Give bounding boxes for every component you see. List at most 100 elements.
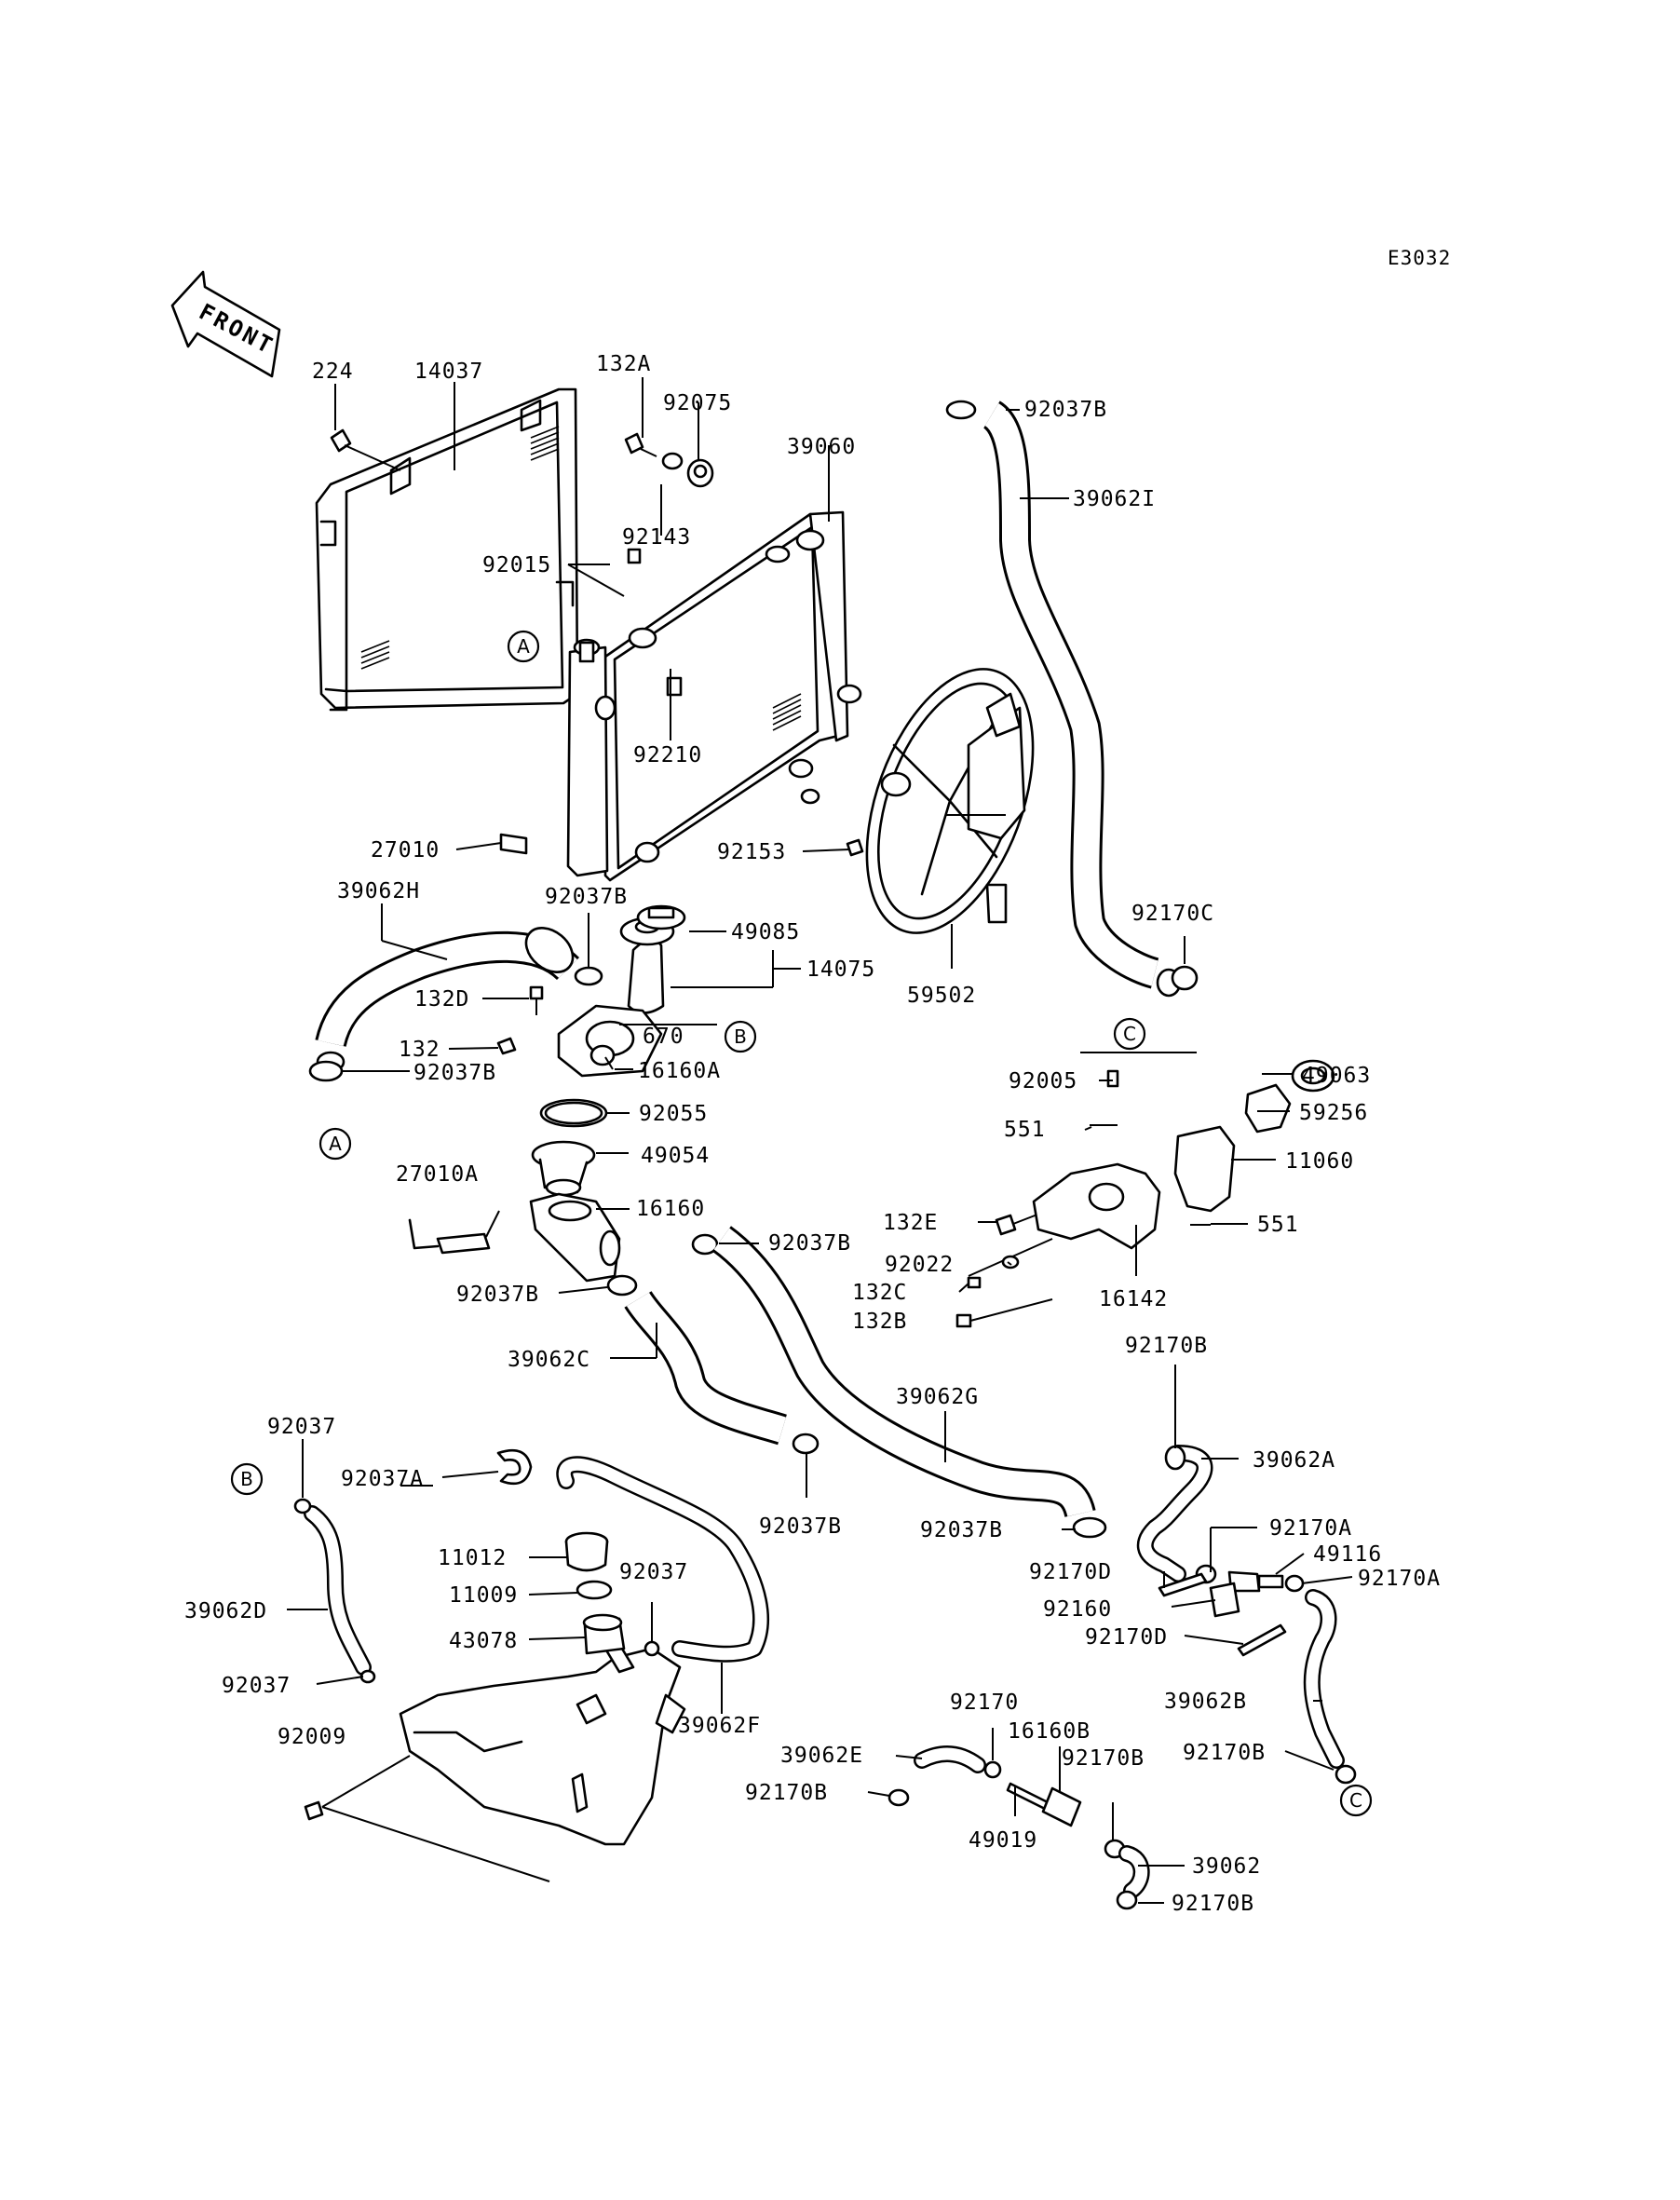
label-39062C: 39062C (508, 1348, 590, 1372)
clamp-92037B-c (691, 1233, 719, 1256)
label-92075: 92075 (663, 391, 732, 415)
label-92170B-e: 92170B (1172, 1892, 1254, 1916)
mark-A-top-text: A (517, 635, 530, 658)
label-92037B-a: 92037B (545, 885, 628, 909)
bracket-92160 (1209, 1582, 1240, 1618)
label-92143: 92143 (622, 525, 691, 550)
label-39062I: 39062I (1073, 487, 1156, 511)
clamp-92170B-b (1335, 1764, 1357, 1785)
impeller-59256 (1244, 1083, 1292, 1134)
seal-49063 (1291, 1059, 1335, 1093)
reference-mark-B-top: B (724, 1020, 757, 1053)
label-92037B-b: 92037B (413, 1061, 496, 1085)
label-49063: 49063 (1302, 1064, 1371, 1088)
label-39062D: 39062D (184, 1599, 267, 1623)
mark-B-left-text: B (240, 1468, 253, 1490)
label-39062F: 39062F (678, 1714, 761, 1738)
label-92037B-c: 92037B (768, 1231, 851, 1256)
label-132A: 132A (596, 352, 651, 376)
label-14075: 14075 (806, 957, 875, 982)
label-132D: 132D (414, 987, 469, 1012)
hose-39062F (556, 1456, 770, 1663)
clamp-92170C (1171, 965, 1199, 991)
washer-92022 (1001, 1255, 1020, 1270)
label-16160A: 16160A (638, 1059, 721, 1083)
cap-11012 (564, 1531, 609, 1572)
label-92015: 92015 (482, 553, 551, 577)
label-92170D-a: 92170D (1029, 1560, 1112, 1584)
leader-lines (287, 377, 1353, 1904)
label-39062B: 39062B (1164, 1690, 1247, 1714)
label-49019: 49019 (969, 1828, 1037, 1853)
label-92170A-b: 92170A (1358, 1567, 1441, 1591)
label-92210: 92210 (633, 743, 702, 767)
hose-39062D (304, 1505, 372, 1676)
clip-92037-a (293, 1498, 312, 1514)
label-16160B: 16160B (1008, 1719, 1091, 1744)
label-92170: 92170 (950, 1691, 1019, 1715)
cooling-fan (865, 668, 1035, 934)
collar-92143 (661, 452, 684, 470)
reserve-tank (399, 1642, 686, 1846)
cap-49085 (636, 904, 686, 930)
label-92170B-b: 92170B (1183, 1741, 1266, 1765)
sensor-27010 (499, 833, 528, 855)
diagram-code: E3032 (1388, 247, 1451, 269)
bolt-92153 (846, 838, 864, 857)
label-132C: 132C (852, 1281, 907, 1305)
label-92170A-a: 92170A (1269, 1516, 1352, 1541)
hose-39062G (711, 1226, 1096, 1518)
label-132E: 132E (883, 1211, 938, 1235)
bolt-92009 (304, 1800, 324, 1821)
union-16160B (1041, 1786, 1082, 1827)
reference-mark-C-top: C (1113, 1017, 1146, 1051)
label-92170B-a: 92170B (1125, 1334, 1208, 1358)
reference-mark-B-left: B (230, 1462, 264, 1496)
clamp-92037A (496, 1448, 533, 1486)
label-92037-a: 92037 (267, 1415, 336, 1439)
label-92170C: 92170C (1131, 902, 1214, 926)
label-27010A: 27010A (396, 1162, 479, 1187)
label-670: 670 (643, 1025, 684, 1049)
clamp-92170 (983, 1760, 1002, 1779)
fitting-92005 (1106, 1069, 1119, 1088)
mark-B-top-text: B (734, 1025, 747, 1048)
label-59256: 59256 (1299, 1101, 1368, 1125)
label-92005: 92005 (1009, 1069, 1077, 1093)
pump-cover-11060 (1173, 1125, 1236, 1213)
label-27010: 27010 (371, 838, 440, 862)
label-11060: 11060 (1285, 1149, 1354, 1174)
label-92037B-d: 92037B (456, 1283, 539, 1307)
label-92170B-d: 92170B (745, 1781, 828, 1805)
label-551-b: 551 (1257, 1213, 1299, 1237)
label-49085: 49085 (731, 920, 800, 944)
band-92170D-b (1237, 1623, 1287, 1657)
label-132: 132 (399, 1038, 440, 1062)
clamp-92037B-d (606, 1274, 638, 1297)
label-92037-b: 92037 (619, 1560, 688, 1584)
label-39062G: 39062G (896, 1385, 979, 1409)
label-11012: 11012 (438, 1546, 507, 1570)
radiator (566, 510, 862, 882)
label-551-a: 551 (1004, 1118, 1046, 1142)
filler-43078 (582, 1613, 626, 1655)
pipe-49019 (1006, 1782, 1050, 1811)
radiator-screen (315, 387, 579, 712)
label-39062E: 39062E (780, 1744, 863, 1768)
bolt-132A (624, 432, 657, 457)
label-92037B-e: 92037B (759, 1514, 842, 1539)
bolt-132 (496, 1037, 517, 1055)
label-39062: 39062 (1192, 1854, 1261, 1879)
reference-mark-A-top: A (507, 630, 540, 663)
label-92055: 92055 (639, 1102, 708, 1126)
bolt-132D (529, 985, 544, 1015)
reference-mark-C-bottom: C (1339, 1784, 1373, 1817)
cap-seal-11009 (576, 1580, 613, 1600)
reference-mark-A-left: A (318, 1127, 352, 1161)
band-92170D-a (1158, 1572, 1208, 1597)
label-39062H: 39062H (337, 879, 420, 903)
grommet-92075 (686, 458, 714, 488)
label-14037: 14037 (414, 360, 483, 384)
label-16142: 16142 (1099, 1287, 1168, 1311)
